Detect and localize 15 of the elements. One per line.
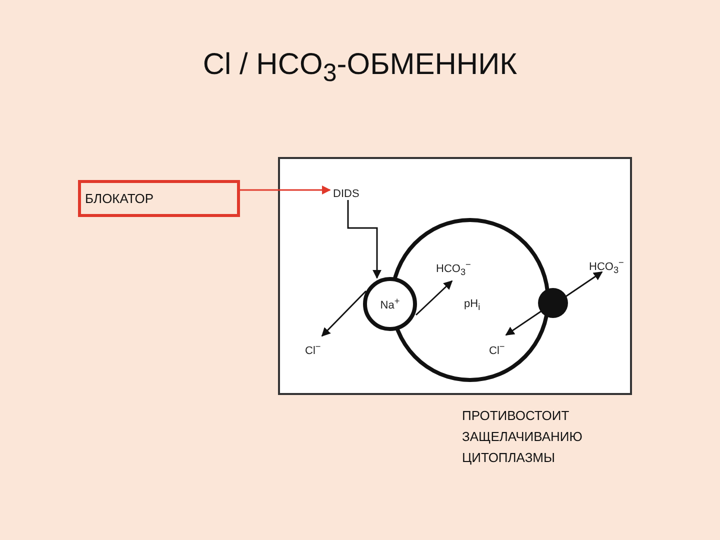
blocker-text: БЛОКАТОР: [85, 191, 154, 206]
arrow: [505, 309, 544, 336]
inhibitor-label: DIDS: [333, 188, 360, 200]
arrow: [564, 271, 603, 298]
ion-label: Cl$^{−}$: [489, 345, 505, 357]
arrow: [240, 186, 331, 194]
label-box: [78, 180, 240, 217]
ion-text: Na$^{+}$: [380, 296, 400, 312]
arrow: [347, 200, 382, 279]
note-text: ПРОТИВОСТОИТ ЗАЩЕЛАЧИВАНИЮ ЦИТОПЛАЗМЫ: [462, 407, 584, 467]
slide-title: Cl / HCO$_{3}$-ОБМЕННИК: [202, 48, 518, 88]
ion-label: Cl$^{−}$: [305, 345, 321, 357]
arrow: [415, 280, 453, 316]
arrow: [321, 290, 367, 337]
ph-label: pH$_{i}$: [464, 298, 480, 312]
